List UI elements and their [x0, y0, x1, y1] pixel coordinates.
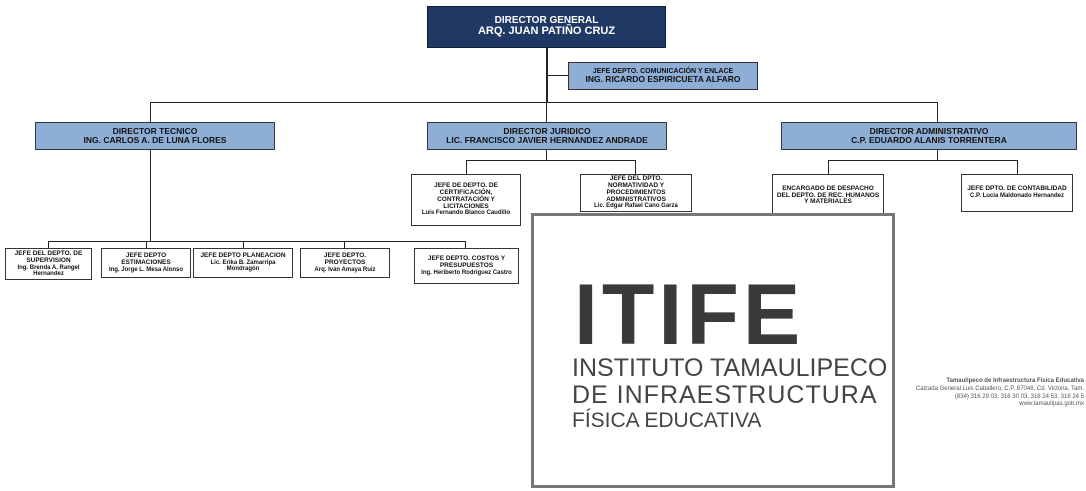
director-juridico-title: DIRECTOR JURIDICO: [503, 126, 591, 137]
estimaciones-title: JEFE DEPTO ESTIMACIONES: [121, 252, 171, 266]
contabilidad-title: JEFE DPTO. DE CONTABILIDAD: [967, 185, 1067, 193]
estimaciones-box: JEFE DEPTO ESTIMACIONES Ing. Jorge L. Me…: [101, 248, 191, 278]
planeacion-box: JEFE DEPTO PLANEACION Lic. Erika B. Zama…: [193, 248, 293, 278]
recursos-humanos-title: ENCARGADO DE DESPACHO DEL DEPTO. DE REC.…: [776, 184, 880, 206]
stamp-line-3: FÍSICA EDUCATIVA: [572, 409, 762, 432]
institution-phone: (834) 316 29 03, 316 30 03, 316 24 53, 3…: [954, 393, 1084, 400]
connector-line: [150, 102, 938, 103]
institution-web: www.tamaulipas.gob.mx: [1019, 401, 1084, 408]
certificacion-title: JEFE DE DEPTO. DE CERTIFICACIÓN, CONTRAT…: [434, 182, 498, 210]
planeacion-title: JEFE DEPTO PLANEACION: [200, 252, 286, 260]
estimaciones-name: Ing. Jorge L. Mesa Alonso: [108, 266, 184, 273]
supervision-title: JEFE DEL DEPTO. DE SUPERVISION: [14, 249, 83, 264]
director-juridico-name: LIC. FRANCISCO JAVIER HERNANDEZ ANDRADE: [446, 135, 648, 145]
director-administrativo-box: DIRECTOR ADMINISTRATIVO C.P. EDUARDO ALA…: [781, 122, 1077, 150]
contabilidad-name: C.P. Lucia Maldonado Hernandez: [970, 193, 1064, 200]
director-administrativo-title: DIRECTOR ADMINISTRATIVO: [869, 126, 989, 137]
itife-stamp: ITIFE INSTITUTO TAMAULIPECO DE INFRAESTR…: [531, 213, 895, 488]
connector-line: [150, 150, 151, 241]
itife-logo: ITIFE: [574, 267, 805, 363]
connector-line: [150, 102, 151, 122]
connector-line: [937, 102, 938, 122]
connector-line: [546, 150, 547, 160]
director-general-box: DIRECTOR GENERAL ARQ. JUAN PATIÑO CRUZ: [427, 6, 666, 48]
stamp-line-1: INSTITUTO TAMAULIPECO: [572, 354, 888, 382]
connector-line: [828, 160, 1018, 161]
proyectos-name: Arq. Iván Amaya Ruiz: [314, 266, 376, 273]
connector-line: [48, 241, 466, 242]
connector-line: [48, 241, 49, 248]
connector-line: [146, 241, 147, 248]
connector-line: [466, 160, 636, 161]
certificacion-box: JEFE DE DEPTO. DE CERTIFICACIÓN, CONTRAT…: [411, 174, 521, 226]
director-juridico-box: DIRECTOR JURIDICO LIC. FRANCISCO JAVIER …: [427, 122, 667, 150]
director-general-name: ARQ. JUAN PATIÑO CRUZ: [477, 25, 616, 38]
normatividad-name: Lic. Edgar Rafael Cano Garza: [594, 203, 678, 210]
proyectos-box: JEFE DEPTO. PROYECTOS Arq. Iván Amaya Ru…: [300, 248, 390, 278]
institution-address: Calzada General Luis Caballero, C.P. 870…: [915, 385, 1084, 392]
normatividad-box: JEFE DEL DPTO. NORMATIVIDAD Y PROCEDIMIE…: [580, 174, 692, 212]
connector-line: [828, 160, 829, 174]
connector-line: [1017, 160, 1018, 174]
comunicacion-box: JEFE DEPTO. COMUNICACIÓN Y ENLACE Ing. R…: [568, 62, 758, 90]
contabilidad-box: JEFE DPTO. DE CONTABILIDAD C.P. Lucia Ma…: [961, 174, 1073, 212]
costos-box: JEFE DEPTO. COSTOS Y PRESUPUESTOS Ing. H…: [414, 248, 519, 284]
connector-line: [465, 241, 466, 248]
comunicacion-title: JEFE DEPTO. COMUNICACIÓN Y ENLACE: [592, 67, 734, 75]
costos-name: Ing. Heriberto Rodriguez Castro: [421, 269, 512, 276]
director-tecnico-name: ING. CARLOS A. DE LUNA FLORES: [83, 135, 227, 145]
director-general-title: DIRECTOR GENERAL: [494, 14, 599, 26]
supervision-box: JEFE DEL DEPTO. DE SUPERVISION Ing. Bren…: [5, 248, 92, 280]
recursos-humanos-box: ENCARGADO DE DESPACHO DEL DEPTO. DE REC.…: [772, 174, 884, 218]
supervision-name: Ing. Brenda A. Rangel Hernandez: [17, 264, 80, 277]
connector-line: [546, 75, 568, 76]
connector-line: [635, 160, 636, 174]
normatividad-title: JEFE DEL DPTO. NORMATIVIDAD Y PROCEDIMIE…: [606, 175, 666, 203]
costos-title: JEFE DEPTO. COSTOS Y PRESUPUESTOS: [427, 255, 506, 269]
institution-title: Tamaulipeco de Infraestructura Física Ed…: [946, 378, 1084, 384]
planeacion-name: Lic. Erika B. Zamarripa Mondragón: [210, 260, 276, 273]
connector-line: [546, 102, 547, 122]
connector-line: [466, 160, 467, 174]
proyectos-title: JEFE DEPTO. PROYECTOS: [323, 252, 367, 266]
connector-line: [344, 241, 345, 248]
comunicacion-name: Ing. Ricardo Espiricueta Alfaro: [585, 74, 741, 85]
director-tecnico-box: DIRECTOR TECNICO ING. CARLOS A. DE LUNA …: [35, 122, 275, 150]
connector-line: [937, 150, 938, 160]
certificacion-name: Luis Fernando Blanco Caudillo: [421, 210, 511, 217]
connector-line: [243, 241, 244, 248]
stamp-line-2: DE INFRAESTRUCTURA: [572, 381, 878, 409]
director-administrativo-name: C.P. EDUARDO ALANIS TORRENTERA: [851, 135, 1007, 145]
institution-info: Tamaulipeco de Infraestructura Física Ed…: [868, 378, 1084, 409]
director-tecnico-title: DIRECTOR TECNICO: [112, 126, 198, 137]
